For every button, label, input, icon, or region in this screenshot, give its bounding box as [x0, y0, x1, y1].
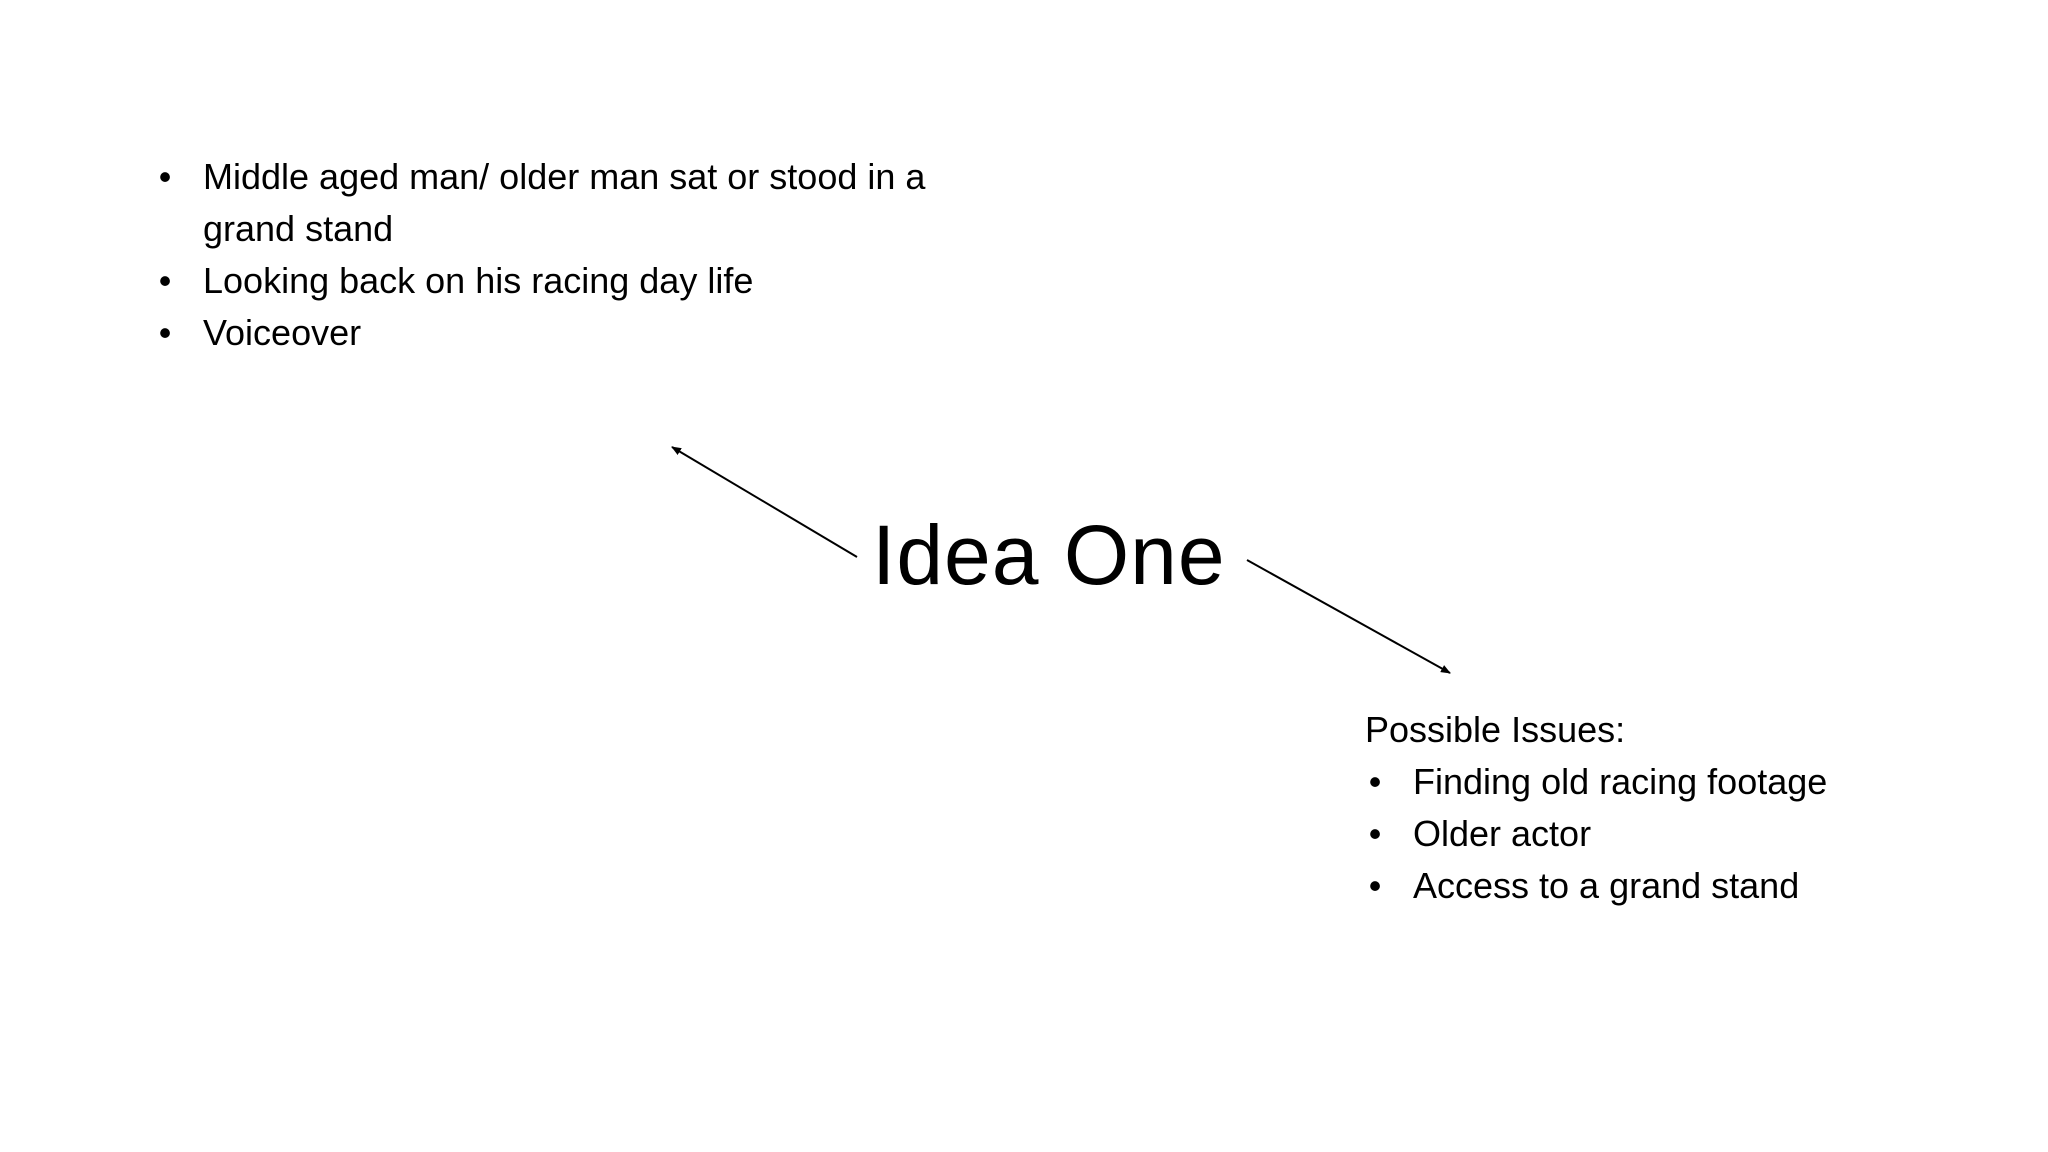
list-item: • Middle aged man/ older man sat or stoo… [155, 151, 1015, 255]
issue-text: Access to a grand stand [1413, 865, 1800, 906]
list-item: • Finding old racing footage [1365, 756, 2005, 808]
arrow-to-issues [1246, 559, 1451, 674]
list-item: • Older actor [1365, 808, 2005, 860]
arrow-to-idea-points [671, 446, 858, 558]
bullet-icon: • [1368, 761, 1382, 802]
issue-text: Older actor [1413, 813, 1592, 854]
list-item: • Access to a grand stand [1365, 860, 2005, 912]
bullet-icon: • [1368, 813, 1382, 854]
idea-point-text: Looking back on his racing day life [203, 260, 754, 301]
list-item: • Voiceover [155, 307, 1015, 359]
bullet-icon: • [158, 156, 172, 197]
bullet-icon: • [1368, 865, 1382, 906]
bullet-icon: • [158, 260, 172, 301]
issues-list: • Finding old racing footage • Older act… [1365, 756, 2005, 912]
idea-point-text: Middle aged man/ older man sat or stood … [203, 156, 926, 249]
list-item: • Looking back on his racing day life [155, 255, 1015, 307]
idea-points-list: • Middle aged man/ older man sat or stoo… [155, 151, 1015, 359]
possible-issues-block: Possible Issues: • Finding old racing fo… [1365, 704, 2005, 912]
bullet-icon: • [158, 312, 172, 353]
idea-point-text: Voiceover [203, 312, 362, 353]
idea-title: Idea One [872, 508, 1226, 602]
issues-heading: Possible Issues: [1365, 709, 1626, 750]
issue-text: Finding old racing footage [1413, 761, 1828, 802]
